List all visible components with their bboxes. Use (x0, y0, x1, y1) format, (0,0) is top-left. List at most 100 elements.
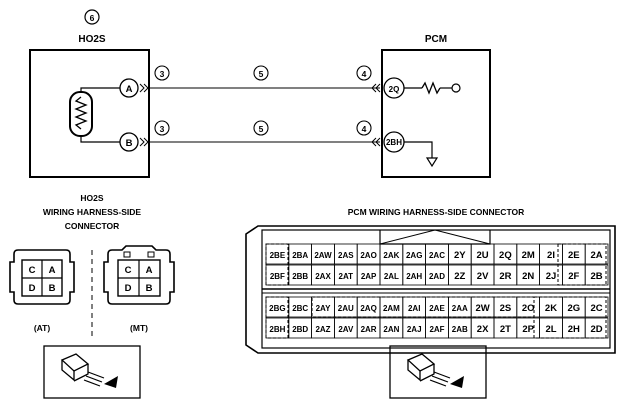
callout-circle-4-bottom (356, 120, 372, 136)
pcm-pin-label: 2H (568, 324, 580, 335)
callout-circle-3-top (154, 65, 170, 81)
pcm-pin-label: 2T (500, 324, 511, 335)
callout-circle-5-top (253, 65, 269, 81)
pcm-pin-label: 2AN (383, 325, 399, 334)
callout-circle-4-top (356, 65, 372, 81)
pcm-pin-cell (584, 264, 609, 286)
pcm-pin-label: 2AF (429, 325, 444, 334)
callout-circle-3-bottom (154, 120, 170, 136)
chevron-icon (371, 137, 381, 147)
mt-pin-a: A (146, 265, 153, 276)
ho2s-pin-a (119, 78, 139, 98)
harness-connector-icon-left (43, 345, 141, 399)
pcm-pin-label: 2AW (314, 251, 332, 260)
chevron-icon (371, 83, 381, 93)
pcm-pin-label: 2C (591, 303, 603, 314)
pcm-title: PCM (425, 34, 447, 45)
pcm-pin-label: 2R (499, 271, 511, 282)
chevron-icon (139, 137, 149, 147)
pcm-pin-cell (584, 243, 609, 265)
pcm-pin-label: 2BE (270, 251, 286, 260)
chevron-icon (139, 83, 149, 93)
ho2s-pin-b (119, 132, 139, 152)
harness-connector-icon-right (389, 345, 487, 399)
pcm-pin-label: 2AQ (360, 304, 376, 313)
pcm-pin-label: 2AU (338, 304, 354, 313)
pcm-pin-label: 2J (546, 271, 557, 282)
pcm-pin-label: 2AI (408, 304, 420, 313)
pcm-pin-label: 2AX (315, 272, 331, 281)
pcm-pin-label: 2AO (360, 251, 376, 260)
callout-5-bottom: 5 (259, 124, 264, 134)
ho2s-connector-mt: C A D B (103, 245, 175, 305)
pcm-connector-title: PCM WIRING HARNESS-SIDE CONNECTOR (348, 207, 524, 217)
callout-circle-6 (84, 9, 100, 25)
pcm-resistor-icon (404, 81, 461, 95)
pcm-pin-label: 2AP (361, 272, 377, 281)
pcm-pin-label: 2AH (406, 272, 422, 281)
pcm-component-box (381, 49, 491, 178)
pcm-pin-label: 2Q (499, 250, 512, 261)
callout-6: 6 (90, 13, 95, 23)
at-pin-b: B (49, 283, 56, 294)
pcm-pin-label: 2BB (292, 272, 308, 281)
callout-3-bottom: 3 (160, 124, 165, 134)
pcm-pin-label: 2AE (429, 304, 445, 313)
pcm-pin-label: 2AC (429, 251, 445, 260)
pcm-pin-cell (584, 296, 609, 318)
pcm-pin-label: 2BC (292, 304, 308, 313)
pcm-pin-label: 2AK (383, 251, 399, 260)
pcm-pin-label: 2AJ (407, 325, 422, 334)
pcm-pin-label: 2U (477, 250, 489, 261)
pcm-pin-label: 2M (522, 250, 535, 261)
pcm-pin-label: 2Y (454, 250, 466, 261)
mt-pin-d: D (125, 283, 132, 294)
at-pin-a: A (49, 265, 56, 276)
ho2s-pin-a-label: A (126, 84, 133, 95)
mt-label: (MT) (130, 323, 148, 333)
ho2s-connector-at: C A D B (9, 249, 75, 305)
pcm-pin-label: 2O (522, 303, 535, 314)
ho2s-connector-title-2: WIRING HARNESS-SIDE (43, 207, 142, 217)
pcm-pin-label: 2AY (316, 304, 331, 313)
ho2s-sensor-element-icon (69, 87, 125, 143)
pcm-pin-label: 2L (545, 324, 556, 335)
pcm-pin-label: 2AS (338, 251, 354, 260)
ho2s-connector-title-3: CONNECTOR (65, 221, 120, 231)
pcm-pin-label: 2BG (269, 304, 285, 313)
pcm-pin-label: 2B (591, 271, 603, 282)
pcm-pin-label: 2AT (339, 272, 354, 281)
mt-pin-b: B (146, 283, 153, 294)
at-pin-d: D (29, 283, 36, 294)
pcm-pin-label: 2I (547, 250, 555, 261)
ground-symbol-icon (404, 141, 439, 168)
at-label: (AT) (34, 323, 51, 333)
pcm-pin-label: 2AM (383, 304, 400, 313)
pcm-pin-label: 2AR (361, 325, 377, 334)
pcm-pin-label: 2A (591, 250, 603, 261)
pcm-pin-label: 2BF (270, 272, 285, 281)
pcm-pin-label: 2G (567, 303, 580, 314)
ho2s-component-box (29, 49, 150, 178)
ho2s-connector-title-1: HO2S (80, 193, 103, 203)
mt-pin-c: C (125, 265, 132, 276)
pcm-pin-2q-label: 2Q (389, 85, 400, 94)
callout-circle-5-bottom (253, 120, 269, 136)
at-pin-c: C (29, 265, 36, 276)
pcm-pin-label: 2D (591, 324, 603, 335)
pcm-pin-label: 2K (545, 303, 557, 314)
pcm-pin-label: 2AZ (315, 325, 330, 334)
pcm-pin-label: 2F (568, 271, 579, 282)
pcm-pin-label: 2AV (338, 325, 354, 334)
callout-4-bottom: 4 (362, 124, 367, 134)
pcm-pin-label: 2AG (406, 251, 422, 260)
pcm-pin-label: 2BD (292, 325, 308, 334)
pcm-pin-cell (584, 317, 609, 339)
callout-4-top: 4 (362, 69, 367, 79)
pcm-pin-label: 2BH (269, 325, 285, 334)
pcm-pin-label: 2AB (452, 325, 468, 334)
pcm-pin-label: 2AL (384, 272, 399, 281)
pcm-pin-label: 2BA (292, 251, 308, 260)
